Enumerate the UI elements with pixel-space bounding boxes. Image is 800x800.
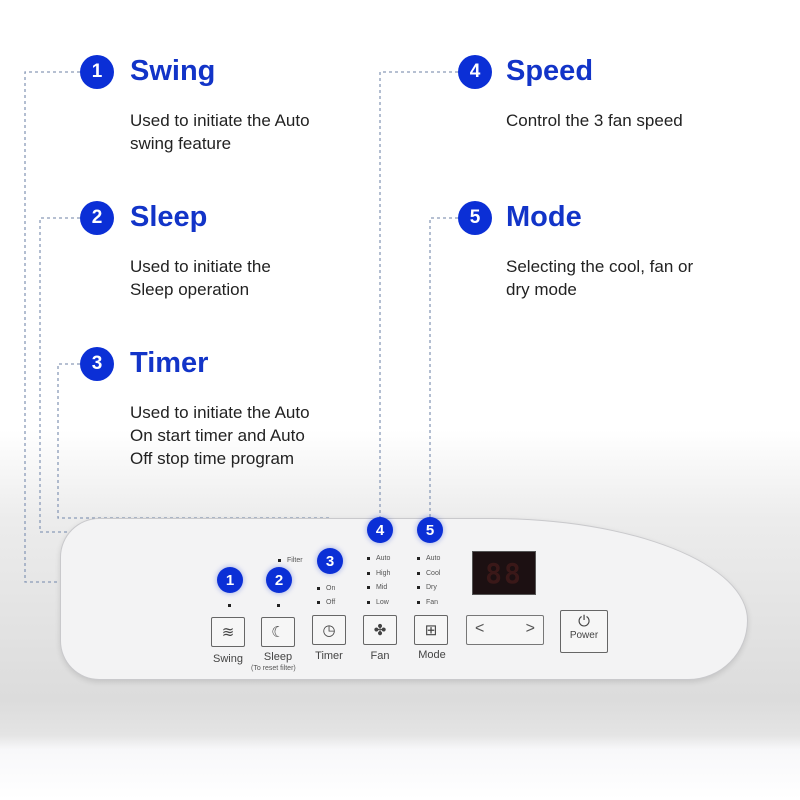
callout-number: 2 bbox=[80, 201, 114, 235]
indicator-label: High bbox=[376, 570, 391, 577]
power-label: Power bbox=[569, 630, 599, 641]
indicator-label: Cool bbox=[426, 570, 441, 577]
sleep-label: Sleep bbox=[263, 651, 293, 663]
filter-indicator: Filter bbox=[278, 553, 303, 568]
swing-icon: ≋ bbox=[221, 624, 235, 641]
sleep-indicator bbox=[277, 604, 280, 607]
fan-indicator-high: High bbox=[367, 566, 390, 581]
power-icon: ⏻ bbox=[578, 613, 590, 630]
mode-indicator-auto: Auto bbox=[417, 551, 440, 566]
fan-indicator-auto: Auto bbox=[367, 551, 390, 566]
callout-number: 1 bbox=[80, 55, 114, 89]
indicator-label: Low bbox=[376, 599, 389, 606]
leader-line-5 bbox=[429, 217, 458, 517]
digital-display: 88 bbox=[472, 551, 536, 595]
fan-indicator-mid: Mid bbox=[367, 580, 387, 595]
panel-badge-2: 2 bbox=[266, 567, 292, 593]
indicator-label: Off bbox=[326, 599, 336, 606]
indicator-label: Auto bbox=[376, 555, 391, 562]
callout-title: Sleep bbox=[130, 201, 208, 233]
indicator-label: Mid bbox=[376, 584, 388, 591]
panel-badge-4: 4 bbox=[367, 517, 393, 543]
indicator-label: Auto bbox=[426, 555, 441, 562]
indicator-label: Dry bbox=[426, 584, 437, 591]
panel-badge-1: 1 bbox=[217, 567, 243, 593]
swing-label: Swing bbox=[213, 653, 243, 665]
mode-label: Mode bbox=[418, 649, 446, 661]
panel-badge-5: 5 bbox=[417, 517, 443, 543]
fan-indicator-low: Low bbox=[367, 595, 389, 610]
callout-description: Used to initiate the Auto On start timer… bbox=[130, 403, 310, 468]
adjust-button-group: < > bbox=[466, 615, 544, 645]
callout-description: Used to initiate the Sleep operation bbox=[130, 257, 271, 299]
timer-indicator-on: On bbox=[317, 581, 335, 596]
mode-indicator-cool: Cool bbox=[417, 566, 440, 581]
callout-description: Selecting the cool, fan or dry mode bbox=[506, 257, 694, 299]
swing-button[interactable]: ≋ bbox=[211, 617, 245, 647]
sleep-button[interactable]: ☾ bbox=[261, 617, 295, 647]
fan-button[interactable]: ✤ bbox=[363, 615, 397, 645]
moon-star-icon: ☾ bbox=[271, 624, 285, 641]
callout-title: Swing bbox=[130, 55, 216, 87]
fan-label: Fan bbox=[370, 650, 390, 662]
panel-badge-3: 3 bbox=[317, 548, 343, 574]
mode-button[interactable]: ⊞ bbox=[414, 615, 448, 645]
callout-number: 5 bbox=[458, 201, 492, 235]
fan-icon: ✤ bbox=[373, 622, 387, 639]
increase-button[interactable]: > bbox=[525, 620, 535, 637]
clock-icon: ◷ bbox=[322, 622, 336, 639]
mode-indicator-fan: Fan bbox=[417, 595, 438, 610]
callout-description: Control the 3 fan speed bbox=[506, 111, 683, 130]
timer-button[interactable]: ◷ bbox=[312, 615, 346, 645]
indicator-label: On bbox=[326, 585, 336, 592]
timer-indicator-off: Off bbox=[317, 595, 335, 610]
mode-indicator-dry: Dry bbox=[417, 580, 437, 595]
callout-number: 3 bbox=[80, 347, 114, 381]
callout-title: Mode bbox=[506, 201, 582, 233]
filter-label: Filter bbox=[287, 557, 303, 564]
leader-line-4 bbox=[379, 71, 458, 517]
timer-label: Timer bbox=[315, 650, 343, 662]
sleep-sublabel: (To reset filter) bbox=[251, 665, 296, 672]
callout-title: Timer bbox=[130, 347, 209, 379]
control-panel bbox=[60, 518, 748, 680]
decrease-button[interactable]: < bbox=[475, 620, 485, 637]
callout-title: Speed bbox=[506, 55, 594, 87]
swing-indicator bbox=[228, 604, 231, 607]
callout-description: Used to initiate the Auto swing feature bbox=[130, 111, 310, 153]
indicator-label: Fan bbox=[426, 599, 439, 606]
mode-grid-icon: ⊞ bbox=[424, 622, 438, 639]
power-button[interactable]: ⏻ Power bbox=[560, 610, 608, 653]
callout-number: 4 bbox=[458, 55, 492, 89]
